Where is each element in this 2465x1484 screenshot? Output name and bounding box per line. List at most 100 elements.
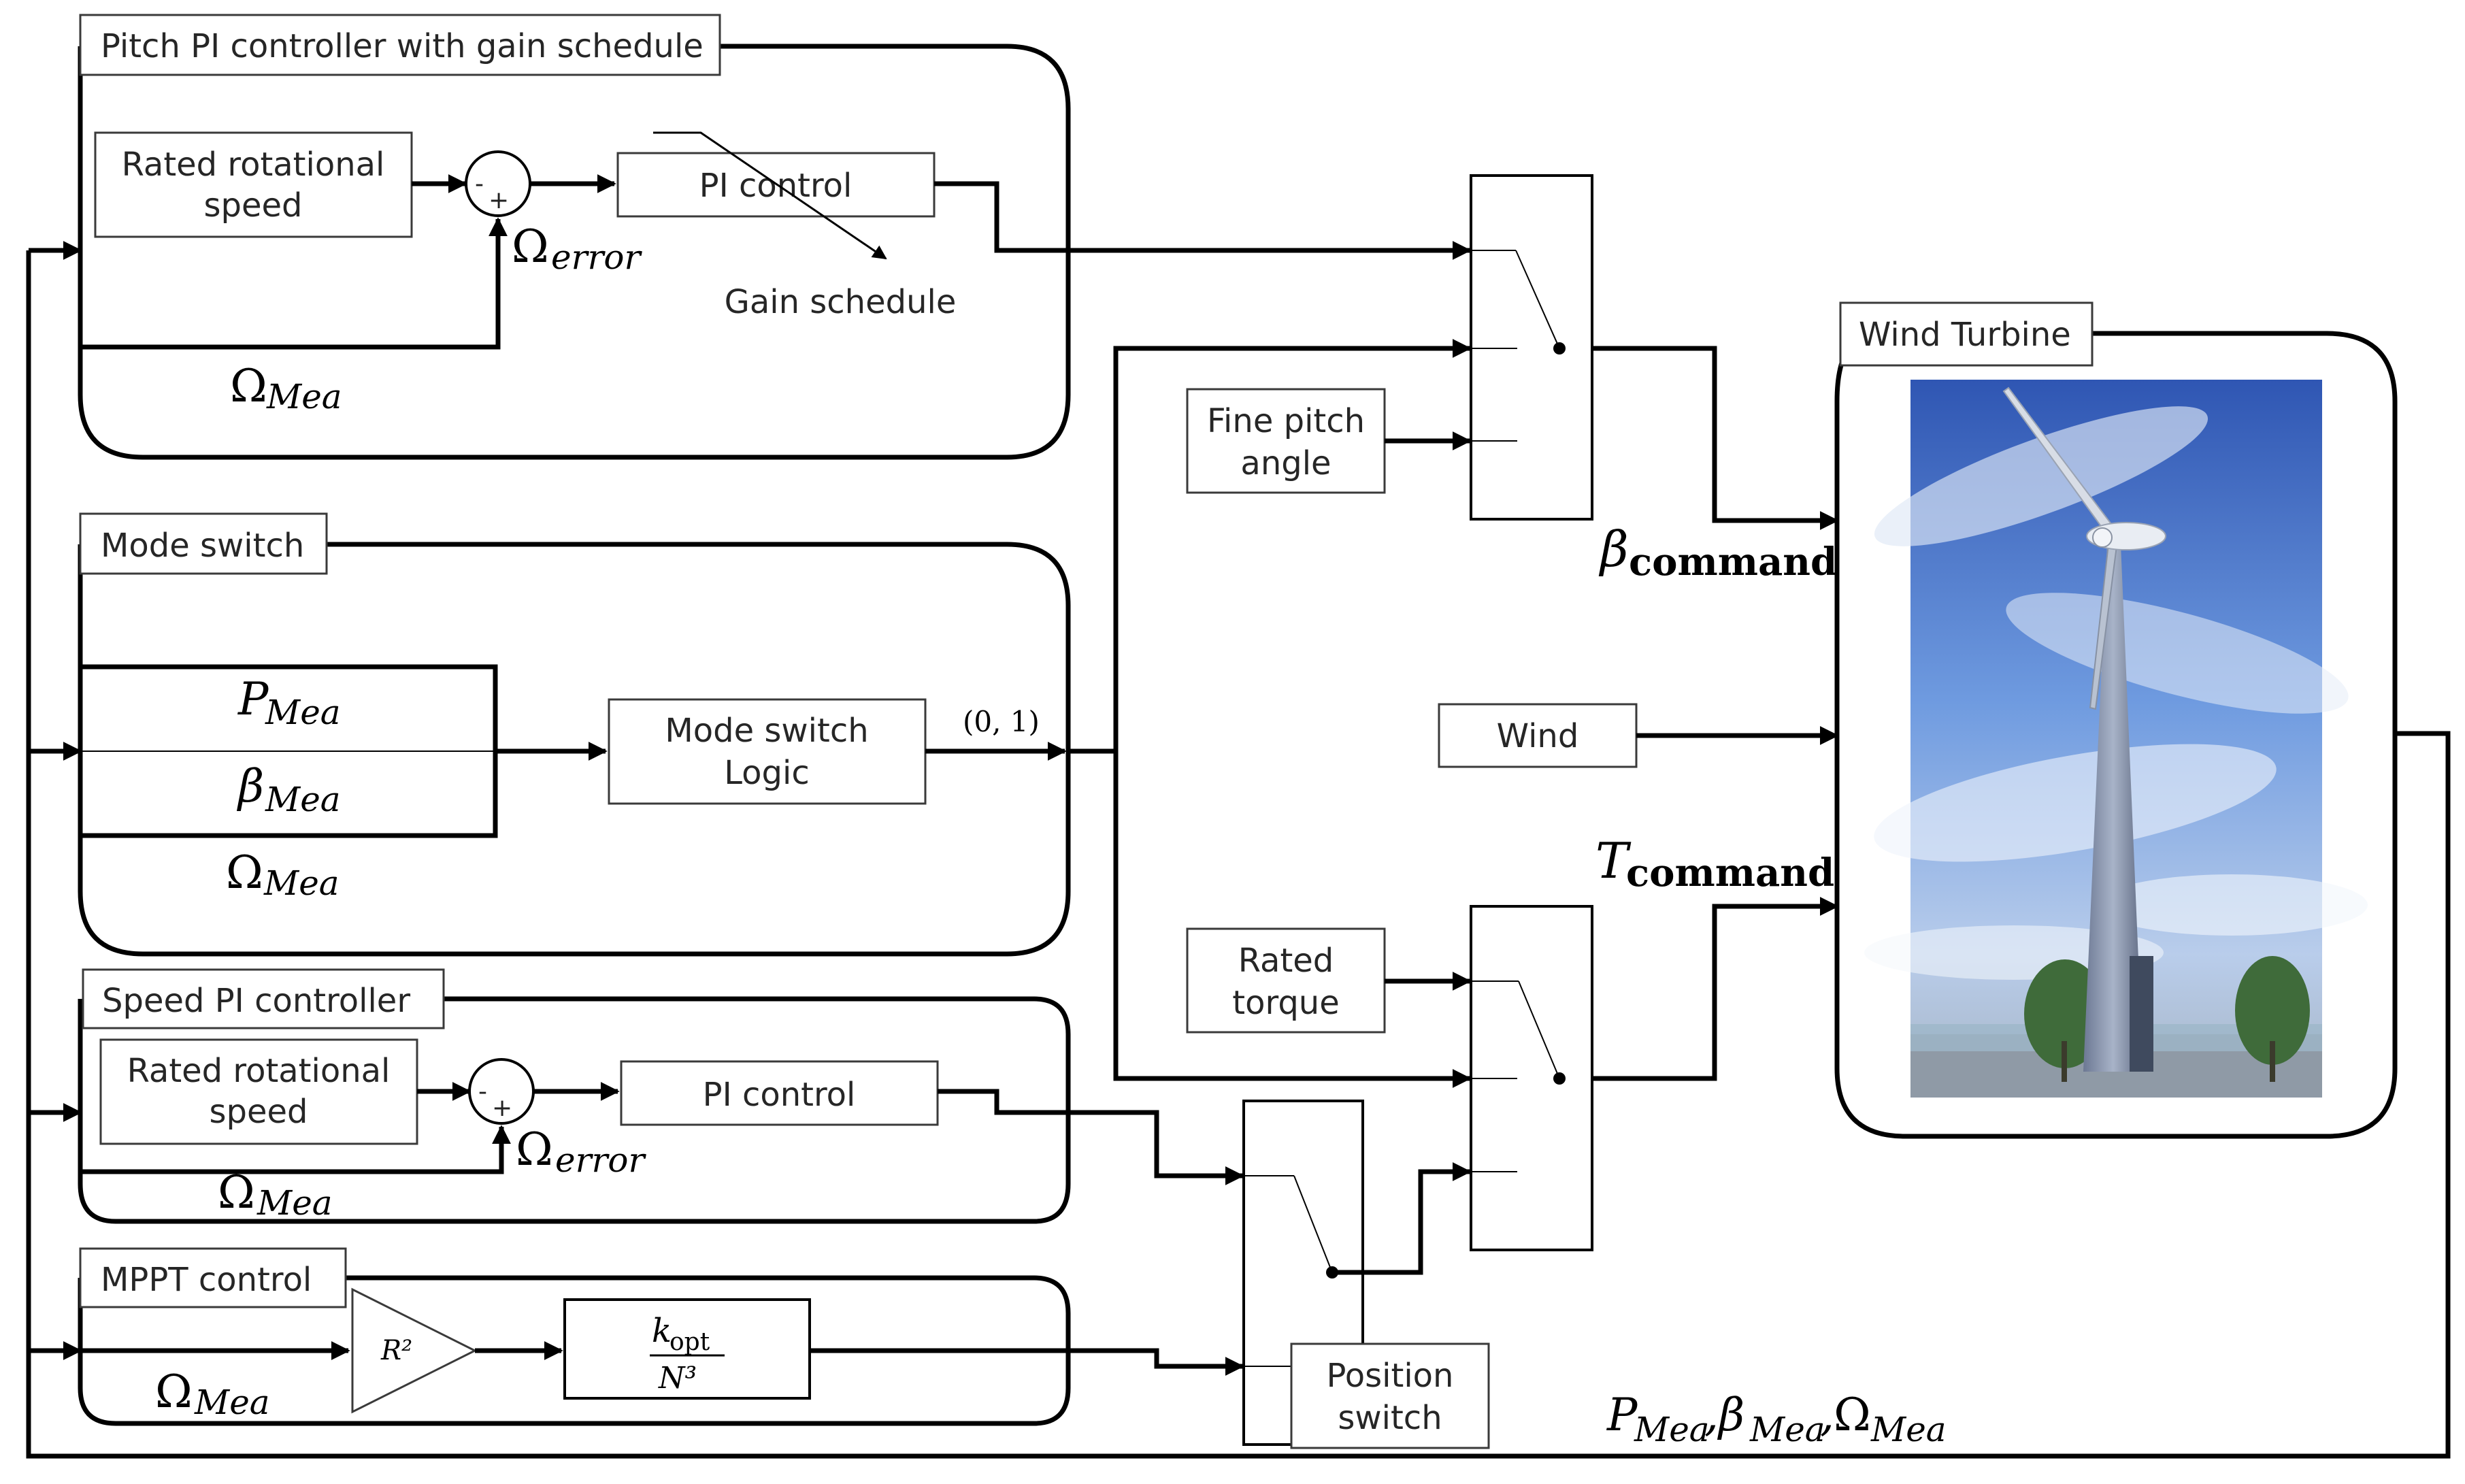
speed-group-title: Speed PI controller bbox=[82, 968, 445, 1029]
svg-text:Ω: Ω bbox=[218, 1166, 255, 1219]
svg-text:Ω: Ω bbox=[155, 1366, 193, 1418]
gain-schedule-arrow bbox=[653, 131, 887, 260]
svg-text:Logic: Logic bbox=[724, 754, 809, 792]
mode-group-title: Mode switch bbox=[79, 512, 328, 575]
mode-signal-distribution bbox=[1068, 346, 1470, 754]
svg-text:command: command bbox=[1629, 540, 1837, 584]
svg-text:Rated: Rated bbox=[1238, 942, 1334, 980]
omega-mea-label-mode: Ω Mea bbox=[226, 846, 340, 903]
svg-text:speed: speed bbox=[203, 186, 302, 225]
svg-text:PI control: PI control bbox=[703, 1076, 856, 1114]
svg-text:Ω: Ω bbox=[226, 846, 263, 899]
rated-speed-block-pitch: Rated rotational speed bbox=[94, 131, 413, 238]
p-mea-label-mode: P Mea bbox=[237, 673, 341, 732]
beta-command-label: β command bbox=[1598, 521, 1837, 584]
t-command-label: T command bbox=[1595, 832, 1834, 895]
svg-text:N³: N³ bbox=[658, 1361, 697, 1396]
svg-text:,β: ,β bbox=[1704, 1389, 1744, 1441]
svg-text:Wind Turbine: Wind Turbine bbox=[1859, 316, 2071, 354]
fine-pitch-angle-block: Fine pitch angle bbox=[1186, 388, 1386, 494]
pitch-group-title: Pitch PI controller with gain schedule bbox=[79, 14, 721, 76]
svg-text:Mea: Mea bbox=[265, 780, 341, 819]
svg-text:Pitch PI controller with gain: Pitch PI controller with gain schedule bbox=[101, 27, 704, 65]
svg-text:Mea: Mea bbox=[1870, 1410, 1947, 1449]
svg-text:-: - bbox=[475, 170, 484, 198]
svg-text:+: + bbox=[489, 186, 509, 214]
svg-text:Ω: Ω bbox=[1834, 1389, 1871, 1441]
svg-text:Ω: Ω bbox=[230, 360, 267, 412]
sum-junction-speed: - + bbox=[468, 1058, 535, 1125]
svg-text:PI control: PI control bbox=[699, 167, 853, 205]
svg-text:torque: torque bbox=[1232, 984, 1340, 1022]
gain-schedule-label: Gain schedule bbox=[725, 283, 957, 321]
omega-error-label-speed: Ω error bbox=[516, 1123, 646, 1180]
beta-command-line bbox=[1592, 346, 1839, 530]
svg-text:Mea: Mea bbox=[1749, 1410, 1825, 1449]
svg-text:Mea: Mea bbox=[263, 863, 340, 903]
svg-text:Mode switch: Mode switch bbox=[665, 712, 868, 750]
svg-text:command: command bbox=[1626, 851, 1834, 895]
pitch-selector-switch bbox=[1470, 174, 1593, 521]
measurement-mux-block bbox=[78, 664, 498, 838]
mode-to-torque-switch-line bbox=[1113, 751, 1472, 1088]
svg-text:k: k bbox=[652, 1312, 672, 1350]
svg-text:,: , bbox=[1820, 1389, 1834, 1441]
svg-text:opt: opt bbox=[669, 1328, 710, 1356]
svg-text:angle: angle bbox=[1240, 444, 1331, 482]
svg-text:Rated rotational: Rated rotational bbox=[127, 1052, 391, 1090]
pi-control-block-speed: PI control bbox=[620, 1060, 939, 1126]
kopt-block: k opt N³ bbox=[563, 1298, 811, 1400]
mppt-group-title: MPPT control bbox=[79, 1247, 347, 1308]
svg-text:switch: switch bbox=[1338, 1399, 1442, 1437]
speed-pi-output-line bbox=[938, 1089, 1244, 1185]
sum-junction-pitch: - + bbox=[465, 150, 531, 217]
turbine-group-frame bbox=[1834, 331, 2398, 1139]
svg-text:Mea: Mea bbox=[265, 693, 341, 732]
wind-turbine-photo bbox=[1864, 380, 2368, 1098]
omega-mea-label-pitch: Ω Mea bbox=[230, 360, 342, 416]
rated-speed-block-speed: Rated rotational speed bbox=[99, 1038, 418, 1145]
svg-text:T: T bbox=[1595, 832, 1632, 889]
mppt-group-frame bbox=[78, 1275, 1071, 1426]
svg-text:MPPT control: MPPT control bbox=[101, 1261, 312, 1299]
speed-group-frame bbox=[78, 996, 1071, 1224]
omega-mea-feedback-line-pitch bbox=[80, 217, 508, 350]
svg-text:P: P bbox=[1606, 1389, 1638, 1441]
pitch-group-frame bbox=[78, 44, 1071, 460]
svg-text:Mea: Mea bbox=[266, 377, 342, 416]
svg-text:Rated rotational: Rated rotational bbox=[122, 146, 385, 184]
pitch-pi-output-line bbox=[934, 181, 1472, 260]
mode-switch-logic-block: Mode switch Logic bbox=[608, 698, 927, 805]
svg-text:Wind: Wind bbox=[1497, 717, 1579, 755]
feedback-measurement-label: P Mea ,β Mea , Ω Mea bbox=[1606, 1389, 1947, 1449]
svg-text:speed: speed bbox=[209, 1093, 308, 1131]
rated-torque-block: Rated torque bbox=[1186, 927, 1386, 1034]
mode-output-label: (0, 1) bbox=[963, 705, 1040, 738]
torque-selector-switch bbox=[1470, 905, 1593, 1251]
svg-text:Ω: Ω bbox=[516, 1123, 553, 1176]
svg-text:Ω: Ω bbox=[512, 220, 549, 273]
omega-mea-label-speed: Ω Mea bbox=[218, 1166, 333, 1223]
position-switch-label-box: Position switch bbox=[1290, 1342, 1490, 1449]
svg-text:Position: Position bbox=[1327, 1357, 1454, 1395]
svg-text:+: + bbox=[492, 1094, 512, 1122]
svg-text:error: error bbox=[551, 237, 642, 277]
mppt-output-line bbox=[810, 1348, 1244, 1376]
beta-mea-label-mode: β Mea bbox=[236, 760, 341, 819]
svg-text:Fine pitch: Fine pitch bbox=[1207, 402, 1365, 440]
t-command-line bbox=[1592, 897, 1839, 1081]
feedback-bus bbox=[26, 250, 2451, 1459]
svg-text:-: - bbox=[478, 1078, 487, 1106]
svg-text:Mea: Mea bbox=[1634, 1410, 1710, 1449]
omega-mea-feedback-line-speed bbox=[80, 1125, 511, 1174]
svg-text:Mea: Mea bbox=[194, 1383, 270, 1422]
turbine-group-title: Wind Turbine bbox=[1839, 301, 2094, 367]
position-switch-to-torque-switch-line bbox=[1332, 1162, 1472, 1275]
wind-block: Wind bbox=[1438, 703, 1638, 768]
svg-text:R²: R² bbox=[380, 1335, 412, 1366]
svg-text:Speed PI controller: Speed PI controller bbox=[102, 982, 410, 1020]
mode-group-frame bbox=[78, 542, 1071, 957]
svg-text:Mode switch: Mode switch bbox=[101, 527, 304, 565]
svg-text:β: β bbox=[1598, 521, 1629, 578]
